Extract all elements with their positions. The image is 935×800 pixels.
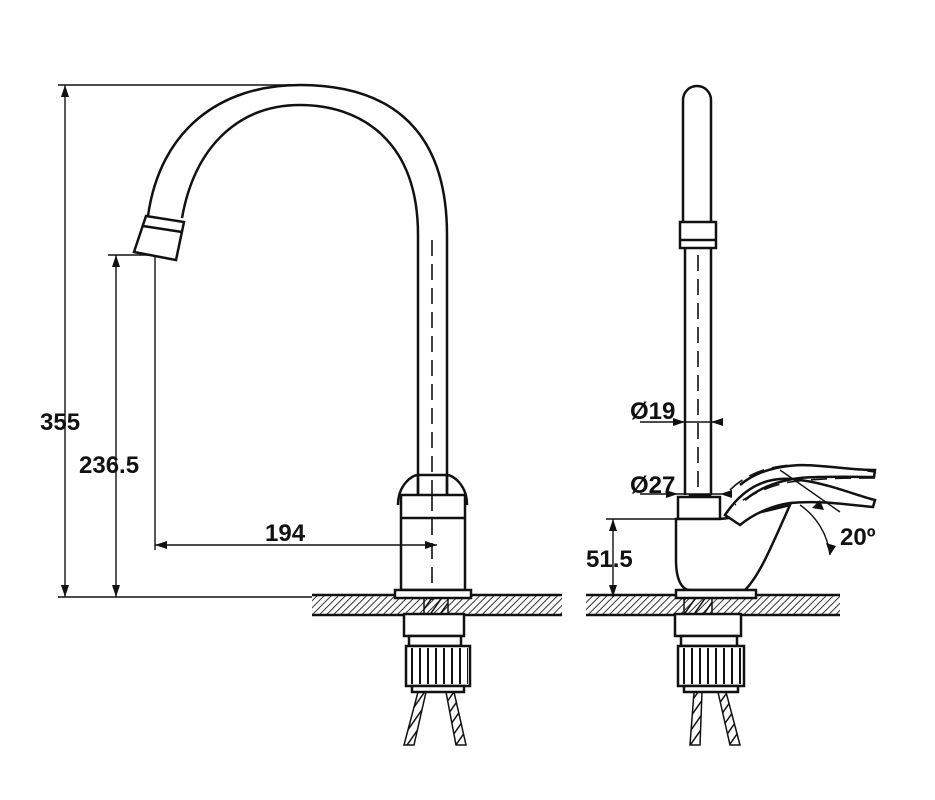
base-plate-front [393, 588, 473, 600]
spout-side [681, 84, 713, 222]
dim-spout-reach: 194 [265, 520, 306, 547]
base-plate-side [674, 588, 758, 600]
lever-handle [723, 477, 877, 527]
hose-front-right [445, 691, 467, 746]
dim-spout-diameter: Ø19 [630, 398, 675, 425]
angle-arc [799, 504, 831, 556]
hose-side-right [717, 691, 741, 746]
dim-spout-height: 236.5 [79, 452, 139, 479]
dim-total-height: 355 [40, 409, 80, 436]
dim-body-diameter: Ø27 [630, 472, 675, 499]
side-view: Ø19 Ø27 20º 51.5 [586, 84, 877, 746]
faucet-body-front [399, 493, 467, 592]
aerator-front [132, 214, 186, 262]
hose-front-left [403, 691, 427, 746]
spout-collar [396, 473, 469, 506]
countertop-side [586, 595, 840, 615]
spout-gooseneck [180, 103, 420, 495]
hose-side-left [689, 691, 703, 746]
dim-handle-angle: 20º [840, 524, 876, 551]
aerator-side [678, 220, 718, 250]
front-view: 355 236.5 194 [40, 83, 562, 746]
dim-handle-height: 51.5 [586, 546, 633, 573]
collar-side [676, 495, 722, 521]
